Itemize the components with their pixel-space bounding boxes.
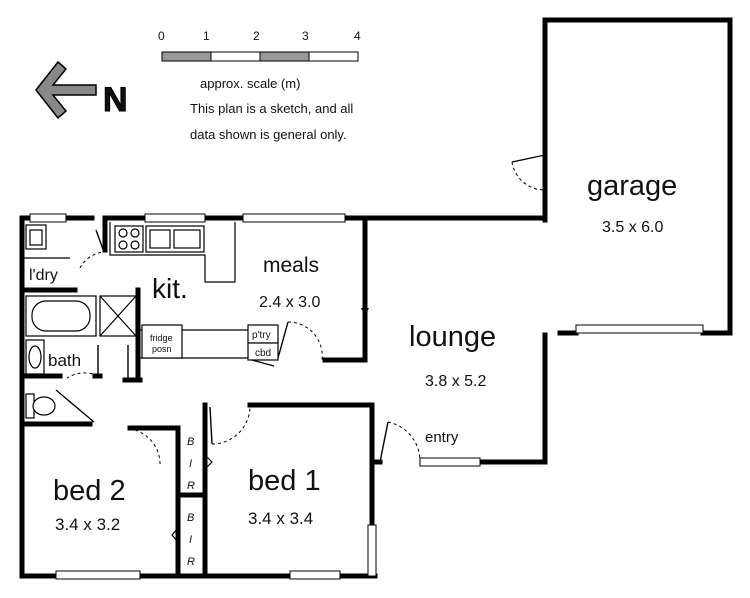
room-lounge-name: lounge [409, 321, 496, 353]
bir-bottom-r: R [187, 556, 195, 568]
disclaimer-line-2: data shown is general only. [190, 127, 347, 142]
house-walls [19, 213, 548, 580]
room-bed1-size: 3.4 x 3.4 [248, 509, 313, 528]
interior-walls [19, 215, 421, 579]
fixtures: fridge posn p'try cbd B I R B I R [25, 222, 279, 568]
bir-bottom-b: B [187, 512, 194, 524]
scale-tick: 3 [302, 29, 309, 43]
fridge-label-1: fridge [150, 333, 173, 343]
room-meals-size: 2.4 x 3.0 [259, 294, 320, 311]
scale-tick: 2 [253, 29, 260, 43]
room-bath-name: bath [48, 351, 81, 370]
north-label: N [103, 81, 128, 119]
room-lounge-size: 3.8 x 5.2 [425, 373, 486, 390]
scale-tick: 4 [354, 29, 361, 43]
room-labels: garage 3.5 x 6.0 meals 2.4 x 3.0 kit. lo… [29, 170, 677, 534]
room-bed2-name: bed 2 [53, 475, 126, 507]
pantry-label: p'try [252, 330, 271, 341]
room-kitchen-name: kit. [152, 273, 188, 304]
room-garage-size: 3.5 x 6.0 [602, 219, 663, 236]
room-garage-name: garage [587, 170, 677, 202]
disclaimer-line-1: This plan is a sketch, and all [190, 101, 353, 116]
north-arrow-icon: N [35, 60, 128, 120]
cupboard-label: cbd [255, 348, 271, 359]
bir-top-b: B [187, 436, 194, 448]
scale-caption: approx. scale (m) [200, 76, 300, 91]
garage-walls [511, 17, 733, 465]
bir-top-r: R [187, 480, 195, 492]
scale-tick: 0 [158, 29, 165, 43]
bir-top-i: I [189, 458, 192, 470]
room-bed2-size: 3.4 x 3.2 [55, 515, 120, 534]
room-laundry-name: l'dry [29, 267, 58, 284]
room-bed1-name: bed 1 [248, 465, 321, 497]
room-meals-name: meals [263, 254, 319, 277]
fridge-label-2: posn [152, 344, 172, 354]
room-entry-name: entry [425, 429, 459, 446]
bir-bottom-i: I [189, 534, 192, 546]
scale-tick: 1 [203, 29, 210, 43]
scale-bar: 0 1 2 3 4 approx. scale (m) [158, 29, 361, 91]
